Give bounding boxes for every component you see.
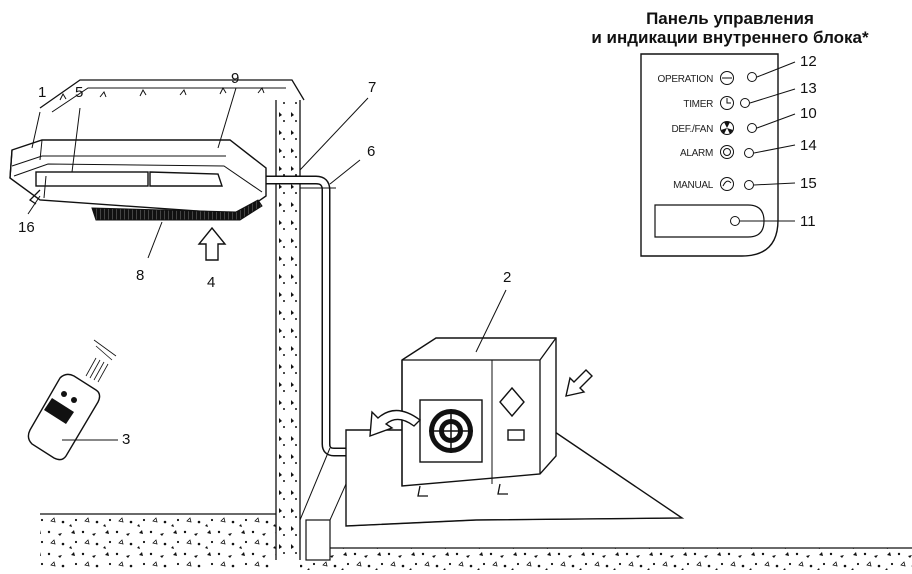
operation-icon [720,71,734,85]
callout-1: 1 [38,84,46,101]
receiver-led [730,216,740,226]
label-alarm: ALARM [680,148,713,159]
callout-6: 6 [367,143,375,160]
alarm-icon [720,145,734,159]
callout-11: 11 [800,213,816,230]
label-operation: OPERATION [658,74,714,85]
manual-icon [720,177,734,191]
leader-lines [27,87,507,441]
refrigerant-pipe [262,175,404,561]
callout-10: 10 [800,105,817,122]
intake-arrow [565,369,593,397]
callout-14: 14 [800,137,817,154]
indoor-unit [9,139,267,221]
manual-led [744,180,754,190]
operation-led [747,72,757,82]
exhaust-arrow [369,409,422,438]
label-def-fan: DEF./FAN [672,124,714,135]
wall [275,100,301,560]
callout-7: 7 [368,79,376,96]
callout-4: 4 [207,274,215,291]
ceiling [39,79,305,113]
callout-16: 16 [18,219,35,236]
callout-2: 2 [503,269,511,286]
airflow-up-arrow [197,226,227,261]
callout-13: 13 [800,80,817,97]
panel-title-line2: и индикации внутреннего блока* [591,28,869,47]
fan-icon [720,121,734,135]
timer-icon [720,96,734,110]
outdoor-unit [401,337,557,497]
callout-5: 5 [75,84,83,101]
timer-led [740,98,750,108]
panel-title-line1: Панель управления [646,9,814,28]
callout-8: 8 [136,267,144,284]
ground [40,513,912,570]
callout-15: 15 [800,175,817,192]
remote-control [27,339,117,461]
def-fan-led [747,123,757,133]
callout-12: 12 [800,53,817,70]
label-timer: TIMER [683,99,713,110]
callout-3: 3 [122,431,130,448]
callout-9: 9 [231,70,239,87]
label-manual: MANUAL [673,180,714,191]
alarm-led [744,148,754,158]
indoor-control-panel: OPERATION TIMER DEF./FAN ALARM MANUAL [640,53,796,257]
